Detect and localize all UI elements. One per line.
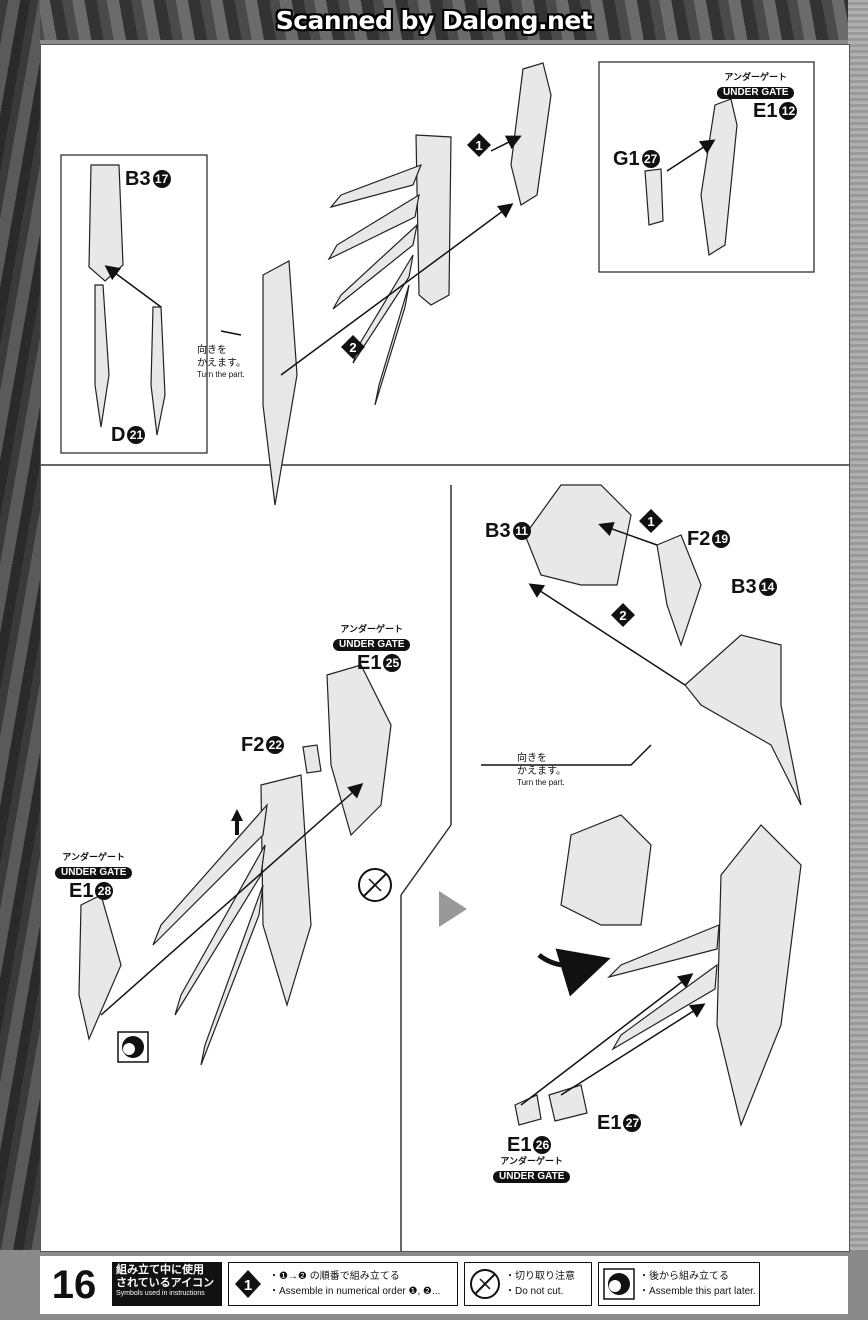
do-not-cut-legend-icon <box>470 1269 500 1299</box>
svg-text:1: 1 <box>244 1277 252 1294</box>
part-g1-27 <box>644 168 664 226</box>
part-b3-11 <box>524 484 632 586</box>
svg-text:1: 1 <box>475 138 482 153</box>
wing-bottom-right <box>716 824 802 1127</box>
part-shoulder-assembled <box>560 814 652 926</box>
part-long-plate <box>262 260 298 506</box>
assemble-later-legend-icon <box>603 1268 635 1300</box>
part-b3-17 <box>88 164 124 282</box>
part-e1-28 <box>78 894 122 1041</box>
footer-legend: 16 組み立て中に使用 されているアイコン Symbols used in in… <box>40 1256 848 1314</box>
legend-order: 1 ・❶→❷ の順番で組み立てる・Assemble in numerical o… <box>228 1262 458 1306</box>
background-right <box>848 0 868 1250</box>
svg-text:2: 2 <box>619 608 626 623</box>
do-not-cut-icon <box>358 868 392 902</box>
turn-note-top: 向きをかえます。 Turn the part. <box>197 345 246 379</box>
part-f2-22 <box>302 744 322 774</box>
legend-assemble-later: ・後から組み立てる・Assemble this part later. <box>598 1262 760 1306</box>
page-number: 16 <box>51 1263 97 1307</box>
step-1-icon: 1 <box>467 133 491 157</box>
part-e1-25 <box>326 664 392 837</box>
wing-top-main <box>415 134 452 306</box>
watermark: Scanned by Dalong.net <box>275 6 593 35</box>
svg-text:1: 1 <box>647 514 654 529</box>
svg-text:2: 2 <box>349 340 356 355</box>
legend-do-not-cut: ・切り取り注意・Do not cut. <box>464 1262 592 1306</box>
part-e1-12 <box>700 98 738 257</box>
background-left <box>0 0 40 1250</box>
step-1-icon-b: 1 <box>639 509 663 533</box>
step-2-icon: 2 <box>341 335 365 359</box>
background-top <box>0 0 868 40</box>
step-2-icon-b: 2 <box>611 603 635 627</box>
symbols-heading: 組み立て中に使用 されているアイコン Symbols used in instr… <box>112 1262 222 1306</box>
part-f2-19 <box>656 534 702 647</box>
detail-box-right <box>598 61 815 273</box>
part-bracket-top <box>510 62 552 206</box>
part-d-21a <box>94 284 110 428</box>
assembly-diagram <box>41 61 849 1251</box>
assemble-later-icon <box>117 1031 149 1063</box>
part-d-21b <box>150 306 166 436</box>
flow-arrow <box>439 891 467 927</box>
turn-note-bottom: 向きをかえます。 Turn the part. <box>517 753 566 787</box>
order-icon: 1 <box>235 1270 261 1298</box>
part-b3-14 <box>684 634 802 806</box>
wing-bottom-left <box>260 774 312 1008</box>
detail-box-left <box>60 154 208 454</box>
